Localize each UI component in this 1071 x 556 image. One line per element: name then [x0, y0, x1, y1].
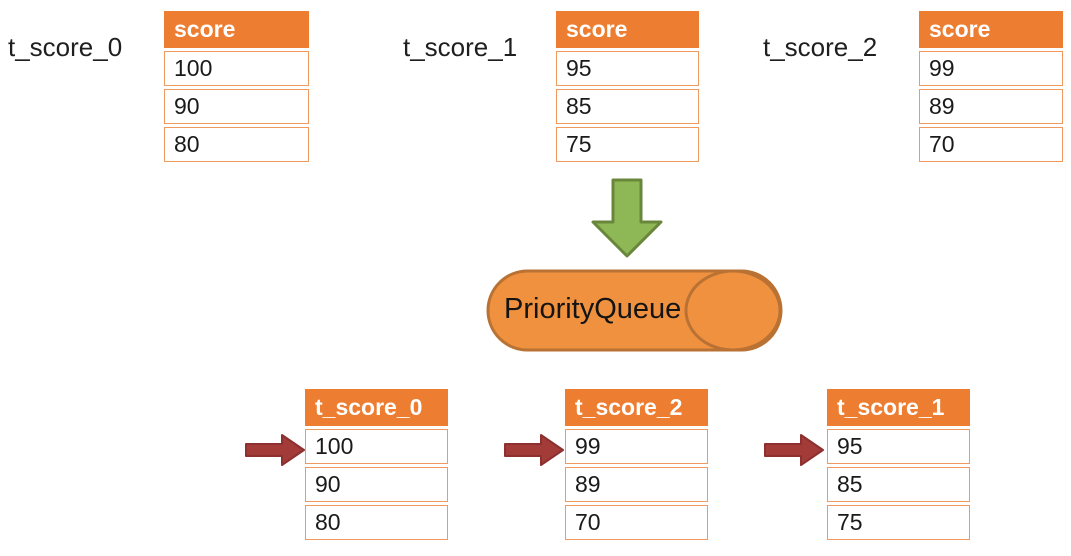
table-row: 99: [919, 51, 1063, 86]
result-table-t-score-1: t_score_1 95 85 75: [827, 389, 970, 540]
table-row: 75: [556, 127, 699, 162]
table-label-t-score-1: t_score_1: [403, 32, 518, 62]
table-header-cell: t_score_1: [827, 389, 970, 426]
table-header-cell: t_score_2: [565, 389, 708, 426]
source-table-t-score-0: score 100 90 80: [164, 11, 309, 162]
table-row: 90: [305, 467, 448, 502]
table-row: 100: [305, 429, 448, 464]
table-label-t-score-0: t_score_0: [8, 32, 123, 62]
table-row: 85: [556, 89, 699, 124]
table-row: 80: [164, 127, 309, 162]
table-row: 89: [565, 467, 708, 502]
table-row: 70: [565, 505, 708, 540]
row-pointer-arrow-icon: [764, 434, 824, 466]
source-table-t-score-1: score 95 85 75: [556, 11, 699, 162]
table-header-cell: t_score_0: [305, 389, 448, 426]
table-row: 89: [919, 89, 1063, 124]
table-row: 99: [565, 429, 708, 464]
table-row: 85: [827, 467, 970, 502]
table-row: 95: [556, 51, 699, 86]
row-pointer-arrow-icon: [245, 434, 305, 466]
priority-queue-cylinder: [486, 269, 783, 352]
row-pointer-arrow-icon: [504, 434, 564, 466]
table-row: 80: [305, 505, 448, 540]
table-row: 70: [919, 127, 1063, 162]
table-row: 90: [164, 89, 309, 124]
table-row: 75: [827, 505, 970, 540]
table-header-cell: score: [556, 11, 699, 48]
down-arrow-icon: [591, 178, 663, 258]
table-row: 100: [164, 51, 309, 86]
source-table-t-score-2: score 99 89 70: [919, 11, 1063, 162]
table-header-cell: score: [919, 11, 1063, 48]
table-header-cell: score: [164, 11, 309, 48]
table-row: 95: [827, 429, 970, 464]
result-table-t-score-0: t_score_0 100 90 80: [305, 389, 448, 540]
priority-queue-label: PriorityQueue: [504, 293, 682, 325]
result-table-t-score-2: t_score_2 99 89 70: [565, 389, 708, 540]
table-label-t-score-2: t_score_2: [763, 32, 878, 62]
